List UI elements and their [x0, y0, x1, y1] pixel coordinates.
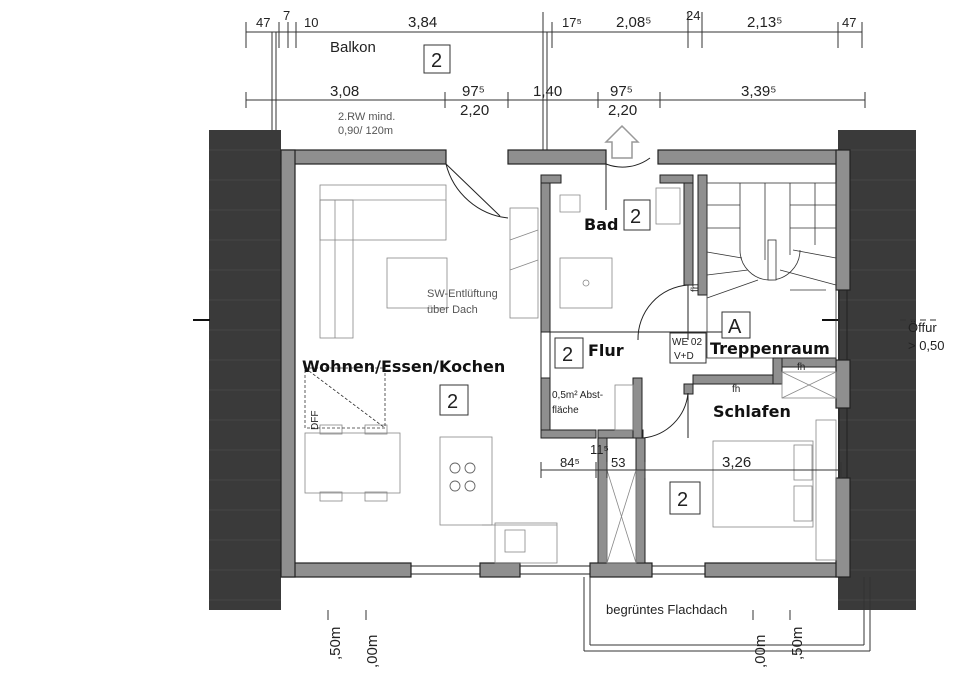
bottom-dim-2: ,00m: [364, 635, 381, 668]
sofa: [319, 184, 447, 339]
green-roof-outline: [583, 577, 871, 652]
staircase: [706, 182, 837, 359]
hall-outline: [540, 331, 640, 378]
fh-marker-3: fh: [797, 362, 805, 373]
inner-dim-2: 11⁵: [590, 442, 609, 457]
room-number-box-hall: [554, 337, 584, 369]
top-dim-6: 2,08⁵: [616, 14, 651, 31]
bottom-dim-4: ,50m: [789, 627, 806, 660]
room-number-box-living: [439, 384, 469, 416]
storage-note-line2: fläche: [552, 405, 579, 416]
unit-tag-line2: V+D: [674, 351, 694, 362]
storage-closet: [614, 384, 634, 431]
room-number-hall: 2: [562, 344, 573, 366]
top-dim-8: 2,13⁵: [747, 14, 782, 31]
unit-tag-box: [669, 332, 707, 364]
wardrobe-bedroom: [606, 371, 837, 564]
room-number-box-bedroom: [669, 481, 701, 515]
fh-marker-2: fh: [732, 384, 740, 395]
storage-note-line1: 0,5m² Abst-: [552, 390, 603, 401]
second-dim-2: 97⁵: [462, 83, 485, 100]
room-label-bath: Bad: [584, 215, 618, 234]
room-number-living: 2: [447, 391, 458, 413]
room-number-box-bath: [623, 199, 651, 231]
stair-number: A: [728, 316, 742, 338]
second-dim-3: 2,20: [460, 102, 489, 119]
second-dim-5: 97⁵: [610, 83, 633, 100]
inner-dim-4: 3,26: [722, 454, 751, 471]
balcony-label: Balkon: [330, 39, 376, 56]
room-number-bath: 2: [630, 206, 641, 228]
bottom-dim-1: ,50m: [327, 627, 344, 660]
dff-label: DFF: [310, 411, 321, 430]
top-dim-1: 47: [256, 15, 270, 30]
windows: [411, 290, 848, 575]
kitchen-counter: [439, 436, 558, 564]
exterior-walls: [280, 149, 851, 578]
top-dimension-chain: [245, 12, 863, 48]
dff-marker: [304, 367, 386, 429]
top-dim-2: 7: [283, 8, 290, 23]
interior-walls: [540, 174, 837, 564]
inner-dimension-line: [540, 462, 842, 478]
second-dimension-chain: [245, 92, 866, 108]
second-dim-7: 3,39⁵: [741, 83, 776, 100]
balcony-number: 2: [431, 50, 442, 72]
second-dim-6: 2,20: [608, 102, 637, 119]
top-dim-7: 24: [686, 8, 700, 23]
inner-dim-1: 84⁵: [560, 455, 580, 470]
top-dim-5: 17⁵: [562, 15, 582, 30]
second-dim-4: 1,40: [533, 83, 562, 100]
bottom-dim-ticks: [327, 610, 791, 620]
green-roof-label: begrüntes Flachdach: [606, 602, 727, 617]
top-dim-9: 47: [842, 15, 856, 30]
room-label-stairs: Treppenraum: [710, 339, 830, 358]
room-label-hall: Flur: [588, 341, 624, 360]
dining-table: [304, 424, 401, 502]
roof-hatching: [209, 149, 916, 601]
bed: [712, 440, 814, 528]
vent-note-line1: SW-Entlüftung: [427, 288, 498, 300]
room-label-living: Wohnen/Essen/Kochen: [302, 357, 505, 376]
balcony-number-box: [423, 44, 451, 74]
doors: [445, 157, 730, 439]
up-arrow-icon: [604, 124, 640, 159]
inner-dim-3: 53: [611, 455, 625, 470]
vent-note-line2: über Dach: [427, 304, 478, 316]
opening-note-line2: > 0,50: [908, 338, 945, 353]
unit-tag-line1: WE 02: [672, 337, 702, 348]
top-dim-4: 3,84: [408, 14, 437, 31]
opening-note-line1: Öffur: [908, 320, 937, 335]
left-roof-slope: [209, 130, 281, 610]
balcony-outline: [271, 32, 548, 150]
stair-number-box: [721, 311, 751, 339]
room-number-bedroom: 2: [677, 489, 688, 511]
second-dim-1: 3,08: [330, 83, 359, 100]
escape-note-line2: 0,90/ 120m: [338, 125, 393, 137]
fh-marker-1: fh: [690, 284, 701, 292]
bathroom-fixtures: [559, 187, 681, 309]
room-label-bedroom: Schlafen: [713, 402, 791, 421]
coffee-table: [386, 257, 448, 309]
cooktop-icon: [449, 462, 476, 492]
bottom-dim-3: ,00m: [752, 635, 769, 668]
top-dim-3: 10: [304, 15, 318, 30]
escape-note-line1: 2.RW mind.: [338, 111, 395, 123]
vent-shaft: [509, 207, 539, 319]
